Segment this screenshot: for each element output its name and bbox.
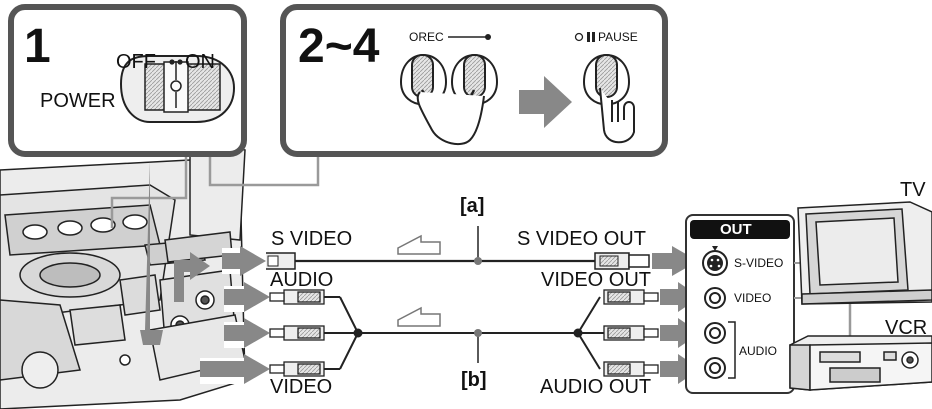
pause-indicator xyxy=(574,32,595,42)
record-buttons-hand-icon xyxy=(399,54,499,146)
s-video-label: S VIDEO xyxy=(271,228,353,250)
on-label: ON xyxy=(185,51,215,73)
av-cable xyxy=(320,296,610,370)
audio-jack-l-icon xyxy=(704,322,726,344)
vcr-illustration xyxy=(789,335,932,391)
cable-a-tag: [a] xyxy=(460,195,485,217)
arrows-right-av xyxy=(660,282,700,384)
tv-label: TV xyxy=(900,179,926,201)
audio-bracket xyxy=(728,321,736,379)
off-label: OFF xyxy=(116,51,156,73)
pause-label: PAUSE xyxy=(598,30,638,44)
s-video-marker-icon xyxy=(712,246,718,251)
power-switch-icon xyxy=(119,55,236,123)
power-label: POWER xyxy=(40,90,116,112)
audio-label: AUDIO xyxy=(270,269,334,291)
signal-direction-arrow-b xyxy=(397,306,441,327)
arrow-right-s-video xyxy=(652,246,698,276)
s-video-out-label: S VIDEO OUT xyxy=(517,228,646,250)
arrow-right-icon xyxy=(519,76,572,128)
audio-out-label: AUDIO OUT xyxy=(540,376,652,398)
rec-label: OREC xyxy=(409,30,444,44)
rca-plugs-right xyxy=(603,289,659,377)
step2-number: 2~4 xyxy=(298,20,380,73)
audio-jack-r-icon xyxy=(704,357,726,379)
out-panel-header xyxy=(690,220,790,239)
video-out-label: VIDEO OUT xyxy=(541,269,652,291)
tv-illustration xyxy=(797,201,932,345)
s-video-cable xyxy=(262,226,650,270)
arrow-left-s-video xyxy=(222,246,266,276)
video-jack-label: VIDEO xyxy=(734,291,772,305)
cable-b-tag: [b] xyxy=(461,369,487,391)
video-label: VIDEO xyxy=(270,376,333,398)
step1-number: 1 xyxy=(24,20,51,73)
pause-button-hand-icon xyxy=(582,54,635,144)
video-jack-icon xyxy=(704,287,726,309)
out-panel-title: OUT xyxy=(720,221,752,238)
arrows-left-av xyxy=(140,160,270,384)
s-video-jack-icon xyxy=(702,250,728,276)
s-video-jack-label: S-VIDEO xyxy=(734,256,784,270)
audio-jack-label: AUDIO xyxy=(739,344,778,358)
signal-direction-arrow-a xyxy=(397,234,441,255)
vcr-label: VCR xyxy=(885,317,928,339)
rca-plugs-left xyxy=(269,289,325,377)
